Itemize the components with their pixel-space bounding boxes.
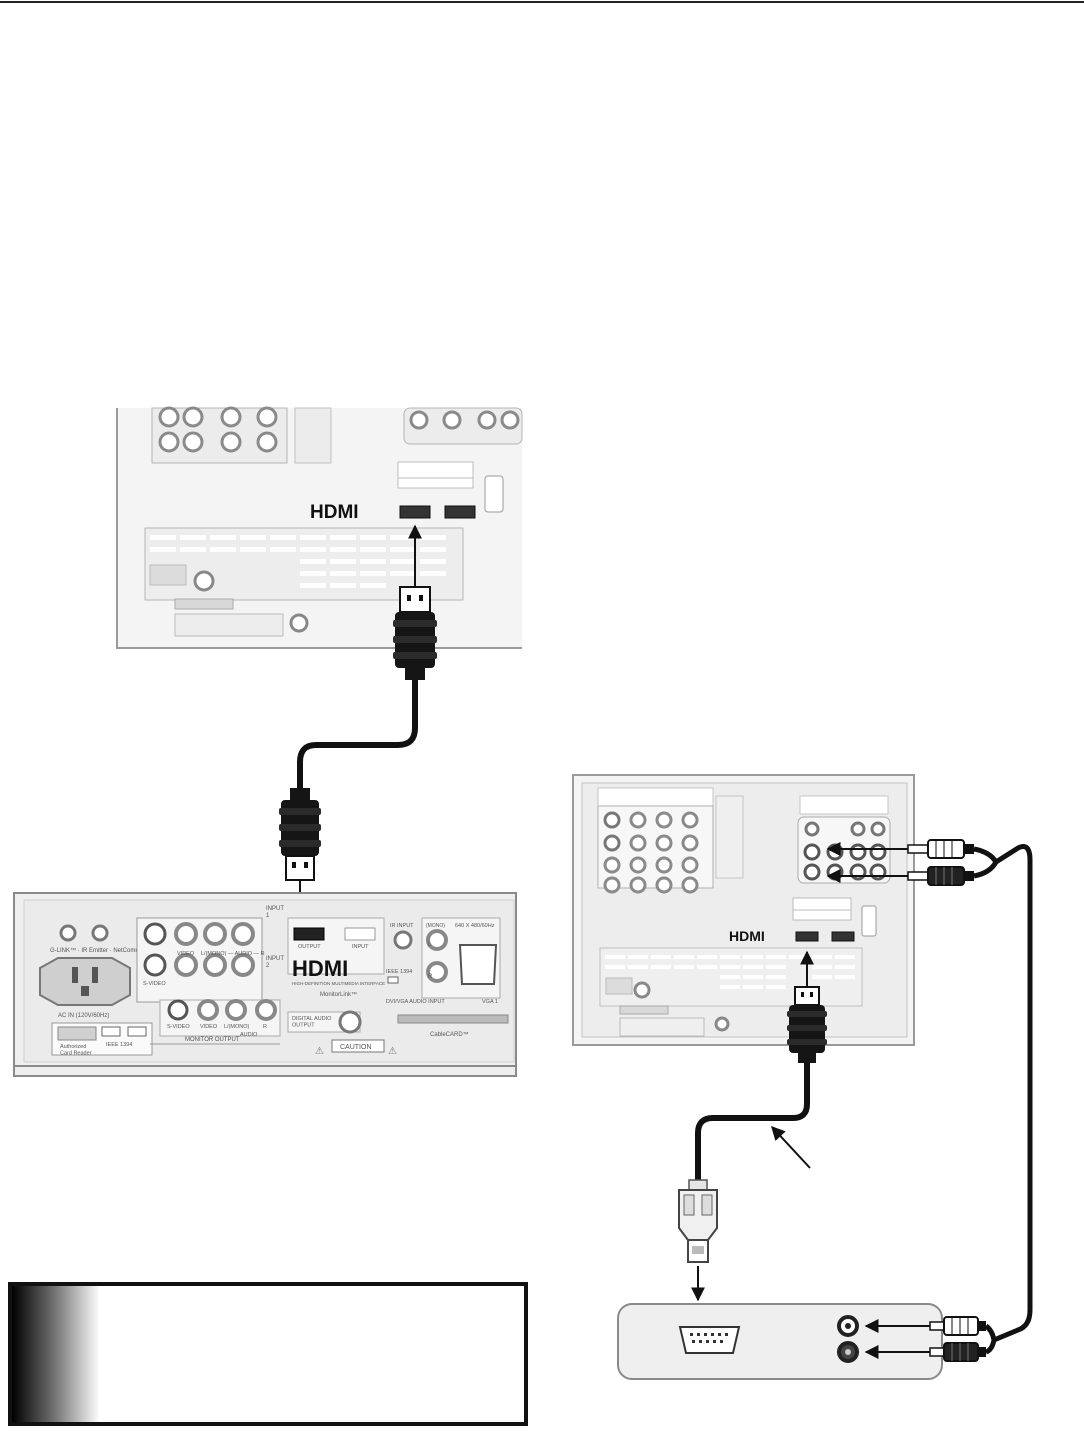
svg-text:MonitorLink™: MonitorLink™: [320, 991, 357, 998]
note-box: [8, 1282, 528, 1426]
dvi-output-port: [678, 1326, 741, 1354]
svg-text:⚠: ⚠: [388, 1046, 397, 1057]
svg-text:R: R: [428, 974, 433, 980]
svg-text:MONITOR OUTPUT: MONITOR OUTPUT: [185, 1037, 240, 1043]
svg-text:R: R: [263, 1024, 267, 1030]
hdmi-port-1: [399, 505, 431, 519]
hdmi-logo: HDMI: [310, 502, 359, 523]
source-device-panel: [617, 1303, 943, 1380]
svg-text:S-VIDEO: S-VIDEO: [167, 1024, 190, 1030]
svg-text:VGA 1: VGA 1: [482, 999, 498, 1005]
svg-text:HIGH-DEFINITION MULTIMEDIA INT: HIGH-DEFINITION MULTIMEDIA INTERFACE: [292, 981, 385, 986]
svg-text:G-LINK™ · IR Emitter · NetComm: G-LINK™ · IR Emitter · NetCommand™: [50, 947, 156, 954]
svg-text:(MONO): (MONO): [426, 923, 445, 929]
svg-text:DVI/VGA AUDIO INPUT: DVI/VGA AUDIO INPUT: [386, 999, 445, 1005]
av-receiver-panel: G-LINK™ · IR Emitter · NetCommand™ AC IN…: [13, 892, 517, 1077]
cable-pointer-arrow: [771, 1125, 811, 1169]
right-tv-panel: HDMI: [572, 774, 915, 1046]
svg-text:AUDIO: AUDIO: [240, 1032, 258, 1038]
svg-text:IEEE 1394: IEEE 1394: [106, 1042, 132, 1048]
dvi-plug: [678, 1179, 718, 1263]
svg-text:VIDEO: VIDEO: [200, 1024, 218, 1030]
svg-text:L: L: [428, 942, 432, 948]
hdmi-dvi-cable: [695, 1062, 810, 1180]
svg-text:HDMI: HDMI: [729, 928, 765, 944]
svg-text:OUTPUT: OUTPUT: [298, 944, 321, 950]
svg-text:HDMI: HDMI: [292, 956, 348, 981]
receiver-hdmi-output-port: [293, 927, 325, 941]
hdmi-cable-left: [297, 680, 418, 790]
svg-text:S-VIDEO: S-VIDEO: [143, 981, 166, 987]
av-jack-cluster: [158, 406, 278, 453]
hdmi-plug-right-tv: [787, 986, 827, 1063]
svg-text:VIDEO: VIDEO: [177, 951, 195, 957]
svg-text:IEEE 1394: IEEE 1394: [386, 969, 412, 975]
svg-text:INPUT: INPUT: [352, 944, 369, 950]
svg-text:AC IN (120V/60Hz): AC IN (120V/60Hz): [58, 1013, 109, 1019]
svg-text:CableCARD™: CableCARD™: [430, 1031, 469, 1038]
svg-text:⚠: ⚠: [315, 1046, 324, 1057]
svg-text:L/(MONO): L/(MONO): [224, 1024, 250, 1030]
hdmi-plug-bottom: [279, 788, 321, 881]
svg-text:640 X 480/60Hz: 640 X 480/60Hz: [455, 923, 495, 929]
svg-text:IR INPUT: IR INPUT: [390, 923, 414, 929]
right-tv-hdmi-port: [795, 931, 819, 942]
top-tv-panel: HDMI: [116, 406, 523, 649]
right-tv-audio-l-jack: [803, 843, 821, 861]
svg-text:CAUTION: CAUTION: [340, 1044, 372, 1051]
svg-text:L/(MONO) — AUDIO — R: L/(MONO) — AUDIO — R: [201, 951, 265, 957]
right-tv-audio-r-jack: [803, 863, 821, 881]
hdmi-plug-top: [393, 586, 437, 680]
rca-audio-cable: [826, 839, 1033, 1362]
